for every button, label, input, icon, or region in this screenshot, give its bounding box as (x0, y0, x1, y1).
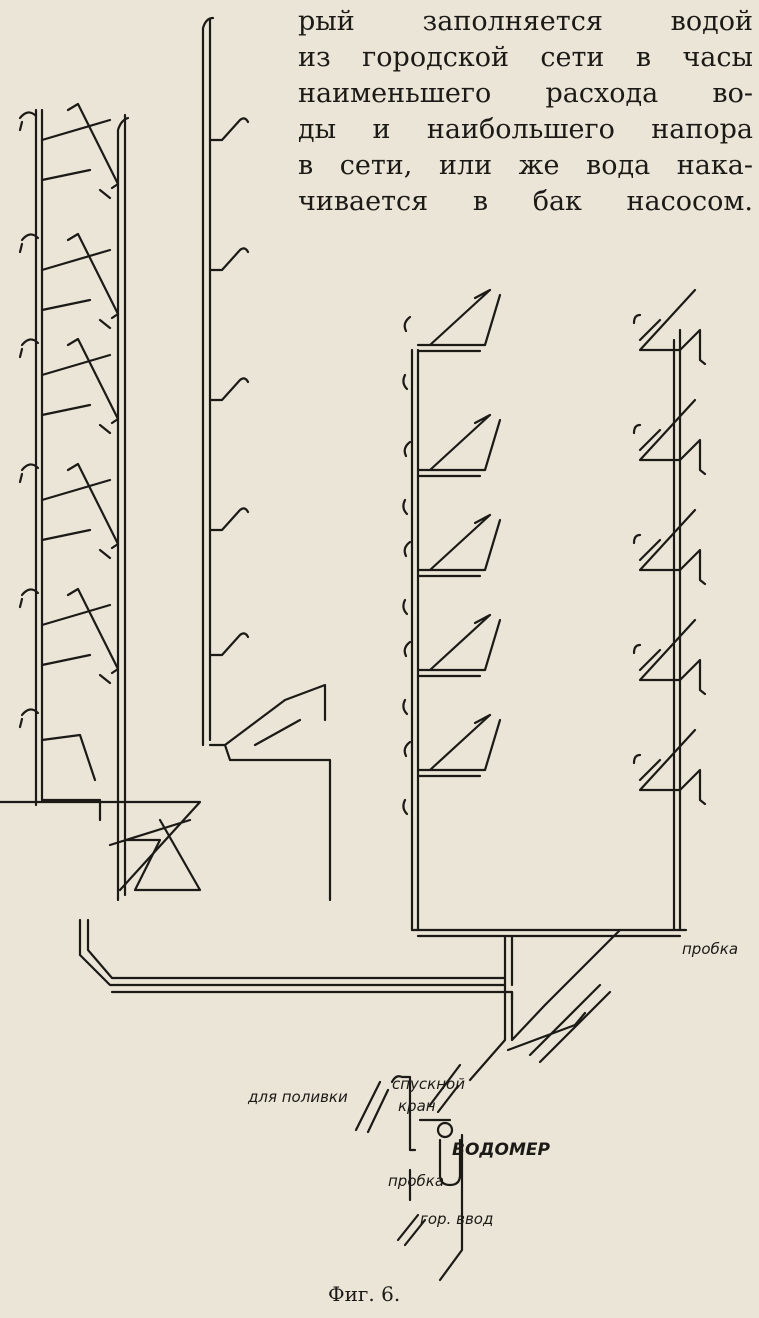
faucet (18, 708, 40, 729)
label-water-meter: ВОДОМЕР (452, 1140, 550, 1160)
fixture-branch (402, 713, 502, 816)
text-line: из городской сети в часы (298, 42, 753, 73)
fixture-branch (632, 728, 707, 806)
label-plug-bottom: пробка (388, 1172, 445, 1190)
faucet (208, 507, 250, 532)
washbasin-branch (40, 232, 120, 330)
meter-flange (436, 1121, 454, 1139)
riser-pipe (116, 113, 130, 902)
collector-pipe (410, 928, 688, 987)
faucet (208, 117, 250, 142)
figure-caption: Фиг. 6. (328, 1282, 401, 1306)
fixture-branch (632, 508, 707, 586)
faucet (18, 588, 40, 609)
text-line: ды и наибольшего напора (298, 114, 753, 145)
fixture-branch (632, 618, 707, 696)
main-pipe (78, 918, 514, 1002)
washbasin-branch (40, 462, 120, 560)
faucet (18, 233, 40, 254)
label-drain: спускной (392, 1075, 465, 1093)
label-for-watering: для поливки (248, 1088, 348, 1106)
inlet-pipe (528, 983, 612, 1064)
fixture-branch (632, 288, 707, 366)
label-plug-top: пробка (682, 940, 739, 958)
floor-branch (208, 683, 332, 902)
text-line: в сети, или же вода нака- (298, 150, 753, 181)
main-pipe (468, 928, 622, 1082)
label-city-inlet: гор. ввод (420, 1210, 494, 1228)
fixture-branch (402, 413, 502, 516)
faucet (18, 111, 38, 132)
fixture-branch (402, 613, 502, 716)
faucet (18, 338, 40, 359)
fixture-branch (632, 398, 707, 476)
riser-pipe (672, 328, 682, 932)
arrow (506, 1011, 587, 1052)
text-line: чивается в бак насосом. (298, 186, 753, 217)
riser-pipe (34, 108, 44, 807)
fixture-branch (402, 513, 502, 616)
faucet (18, 463, 40, 484)
bottom-loop-pipe (0, 733, 202, 892)
city-inlet-pipe (396, 1213, 427, 1247)
faucet (208, 632, 250, 657)
watering-pipe (354, 1080, 390, 1134)
washbasin-branch (40, 587, 120, 685)
label-valve: кран (398, 1097, 436, 1115)
riser-pipe (201, 16, 215, 747)
riser-pipe (410, 348, 420, 932)
washbasin-branch (40, 337, 120, 435)
washbasin-branch (40, 102, 120, 200)
meter-pipe (390, 1075, 464, 1282)
elbow-pipe (123, 818, 202, 892)
faucet (208, 247, 250, 272)
faucet (208, 377, 250, 402)
drain-pipe (428, 1063, 462, 1114)
text-line: рый заполняется водой (298, 6, 753, 37)
fixture-branch (402, 288, 502, 391)
text-line: наименьшего расхода во- (298, 78, 753, 109)
